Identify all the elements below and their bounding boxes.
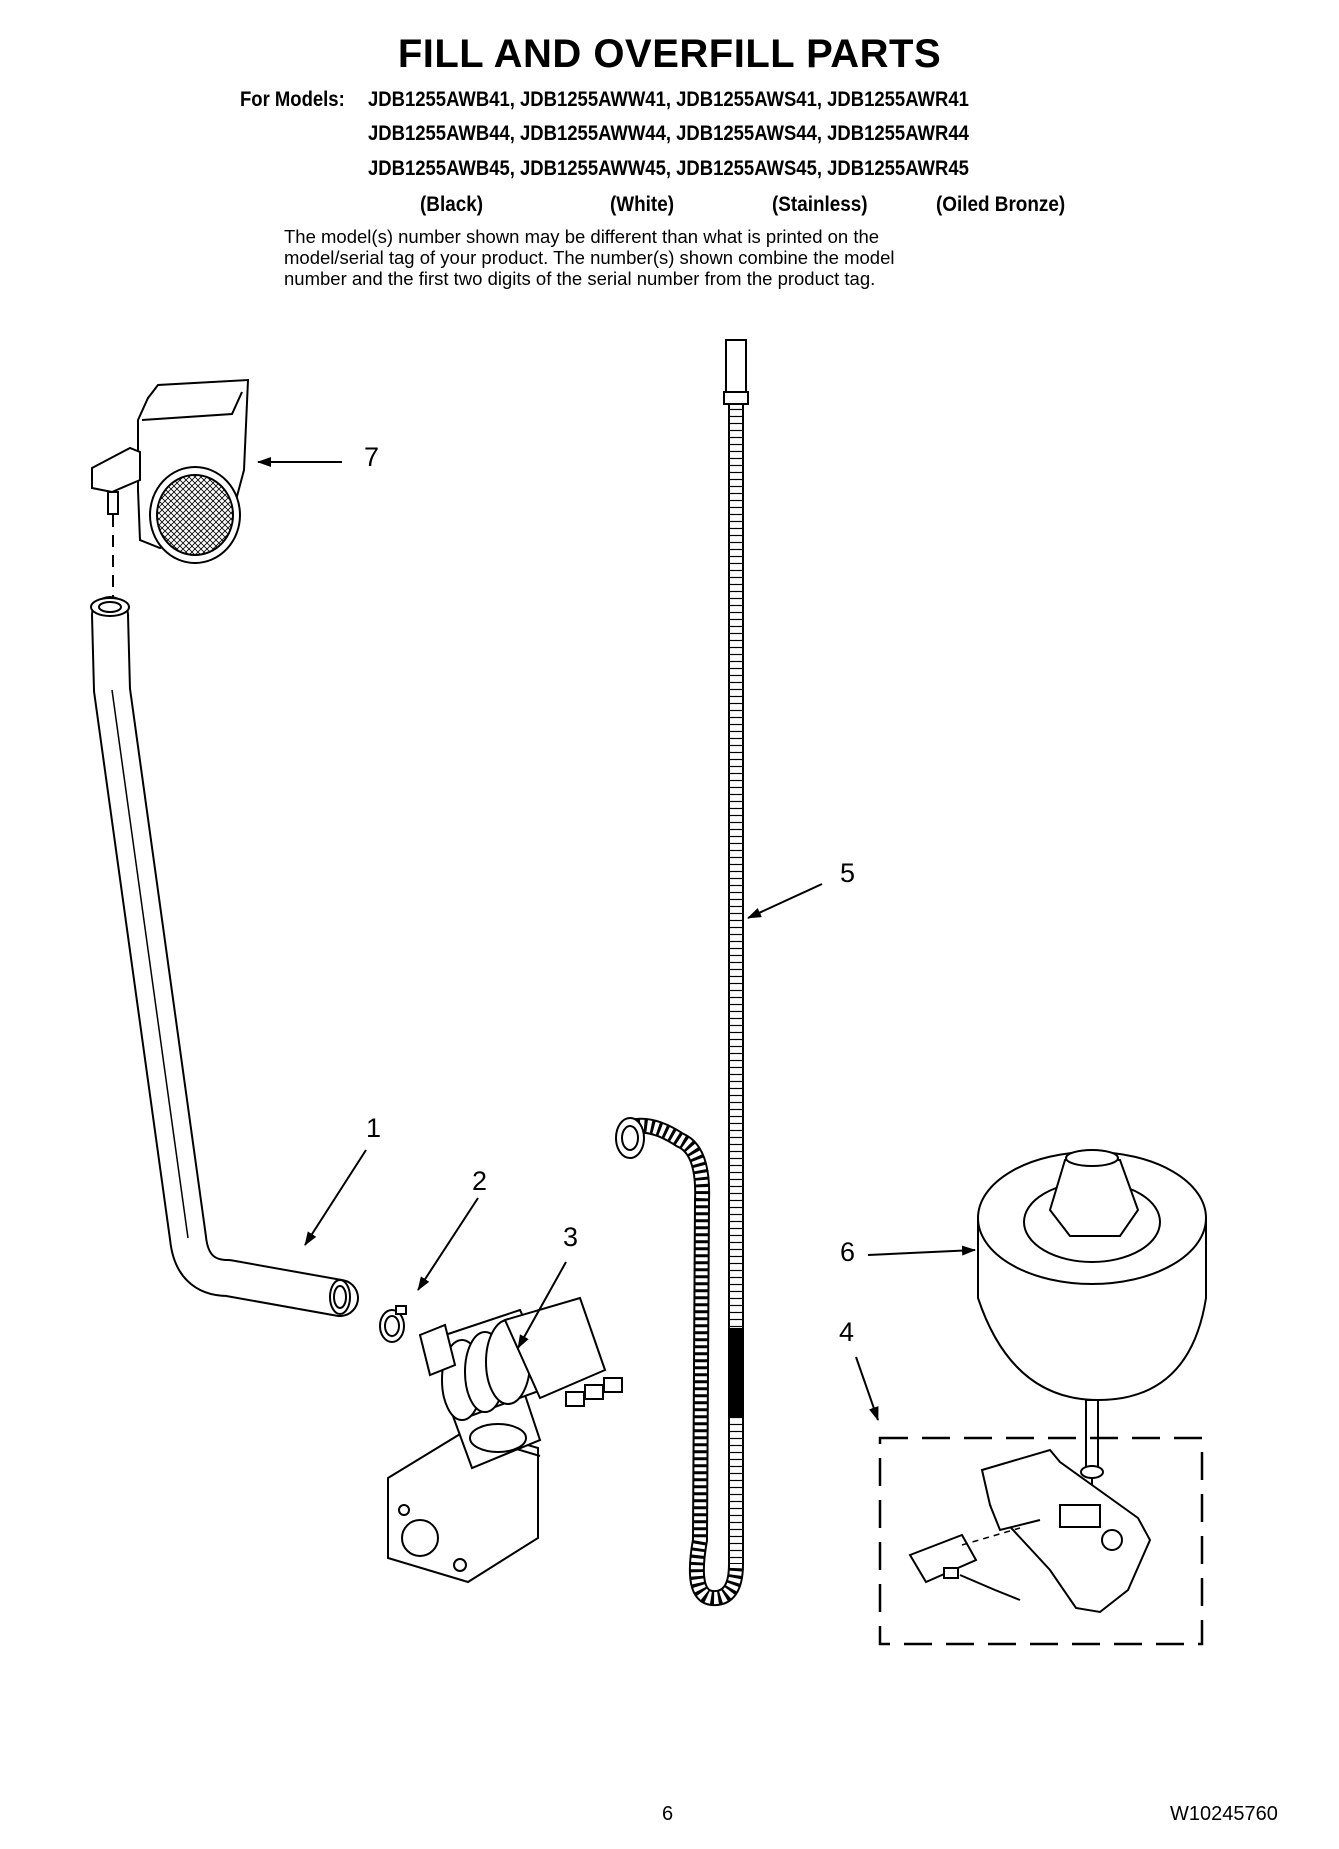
callout-1: 1 (366, 1113, 382, 1143)
color-label-stainless: (Stainless) (772, 193, 868, 216)
leader-6 (867, 1245, 976, 1256)
note-line-2: model/serial tag of your product. The nu… (284, 247, 895, 268)
model-line-1: JDB1255AWB41, JDB1255AWW41, JDB1255AWS41… (368, 88, 969, 111)
callout-4: 4 (839, 1317, 855, 1347)
leader-1 (304, 1149, 367, 1246)
model-note: The model(s) number shown may be differe… (284, 226, 1104, 289)
callout-5: 5 (840, 858, 856, 888)
leader-4 (855, 1356, 879, 1421)
part-5-inlet-hose (615, 339, 749, 1607)
leader-5 (747, 883, 823, 919)
part-1-hose (90, 596, 359, 1317)
color-label-black: (Black) (420, 193, 484, 216)
color-label-white: (White) (610, 193, 675, 216)
color-label-oiled-bronze: (Oiled Bronze) (936, 193, 1066, 216)
part-7-filter-housing (91, 378, 250, 564)
page-number: 6 (662, 1803, 674, 1825)
model-line-2: JDB1255AWB44, JDB1255AWW44, JDB1255AWS44… (368, 122, 969, 145)
for-models-label: For Models: (240, 88, 345, 111)
model-line-3: JDB1255AWB45, JDB1255AWW45, JDB1255AWS45… (368, 157, 969, 180)
note-line-3: number and the first two digits of the s… (284, 268, 876, 289)
leader-2 (417, 1197, 479, 1291)
callout-7: 7 (364, 442, 380, 472)
page-title: FILL AND OVERFILL PARTS (397, 32, 942, 76)
callout-2: 2 (472, 1166, 488, 1196)
leader-3 (517, 1261, 567, 1349)
part-3-water-valve (387, 1296, 623, 1584)
callout-6: 6 (840, 1237, 856, 1267)
part-4-float-switch (878, 1436, 1204, 1646)
callout-3: 3 (563, 1222, 579, 1252)
part-6-float (977, 1149, 1207, 1479)
part-2-clamp (379, 1305, 407, 1343)
document-number: W10245760 (1170, 1803, 1278, 1825)
note-line-1: The model(s) number shown may be differe… (284, 226, 880, 247)
